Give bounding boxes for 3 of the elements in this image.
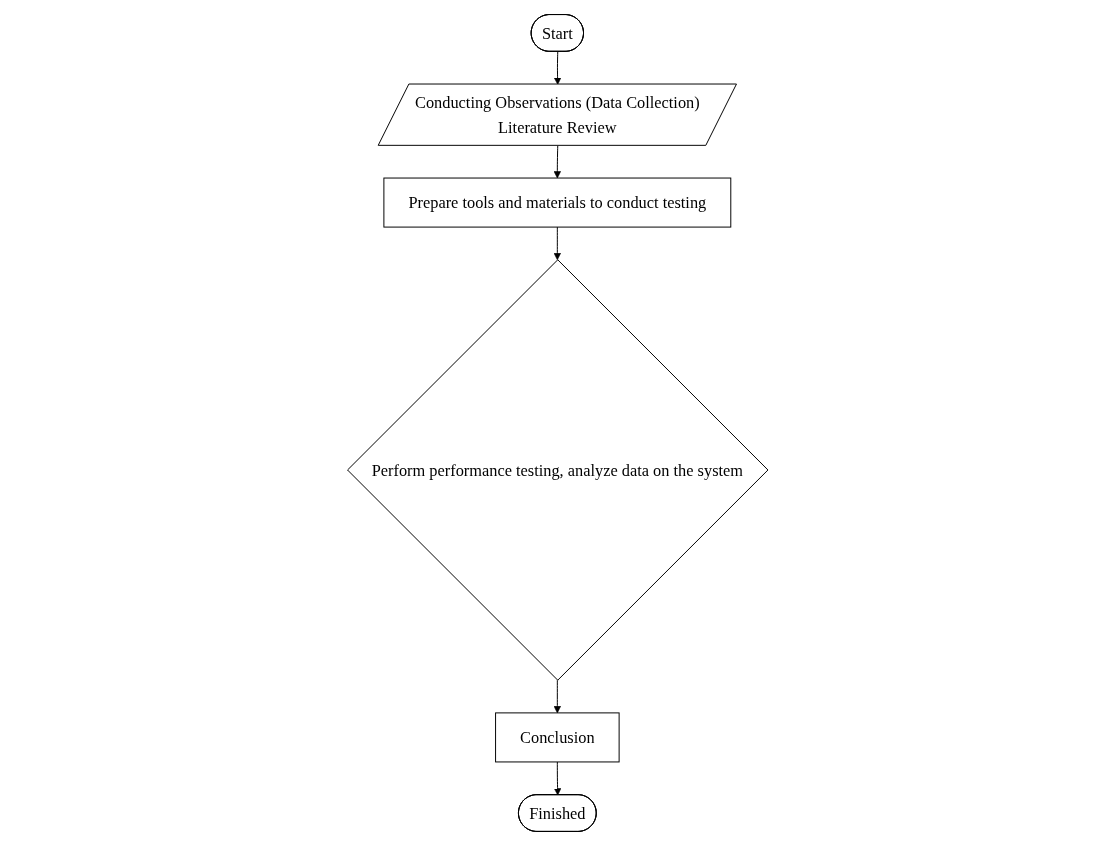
- node-diamond: Perform performance testing, analyze data on the system: [346, 259, 769, 681]
- node-box: Conclusion: [494, 712, 620, 763]
- node-box: Prepare tools and materials to conduct testing: [383, 177, 732, 228]
